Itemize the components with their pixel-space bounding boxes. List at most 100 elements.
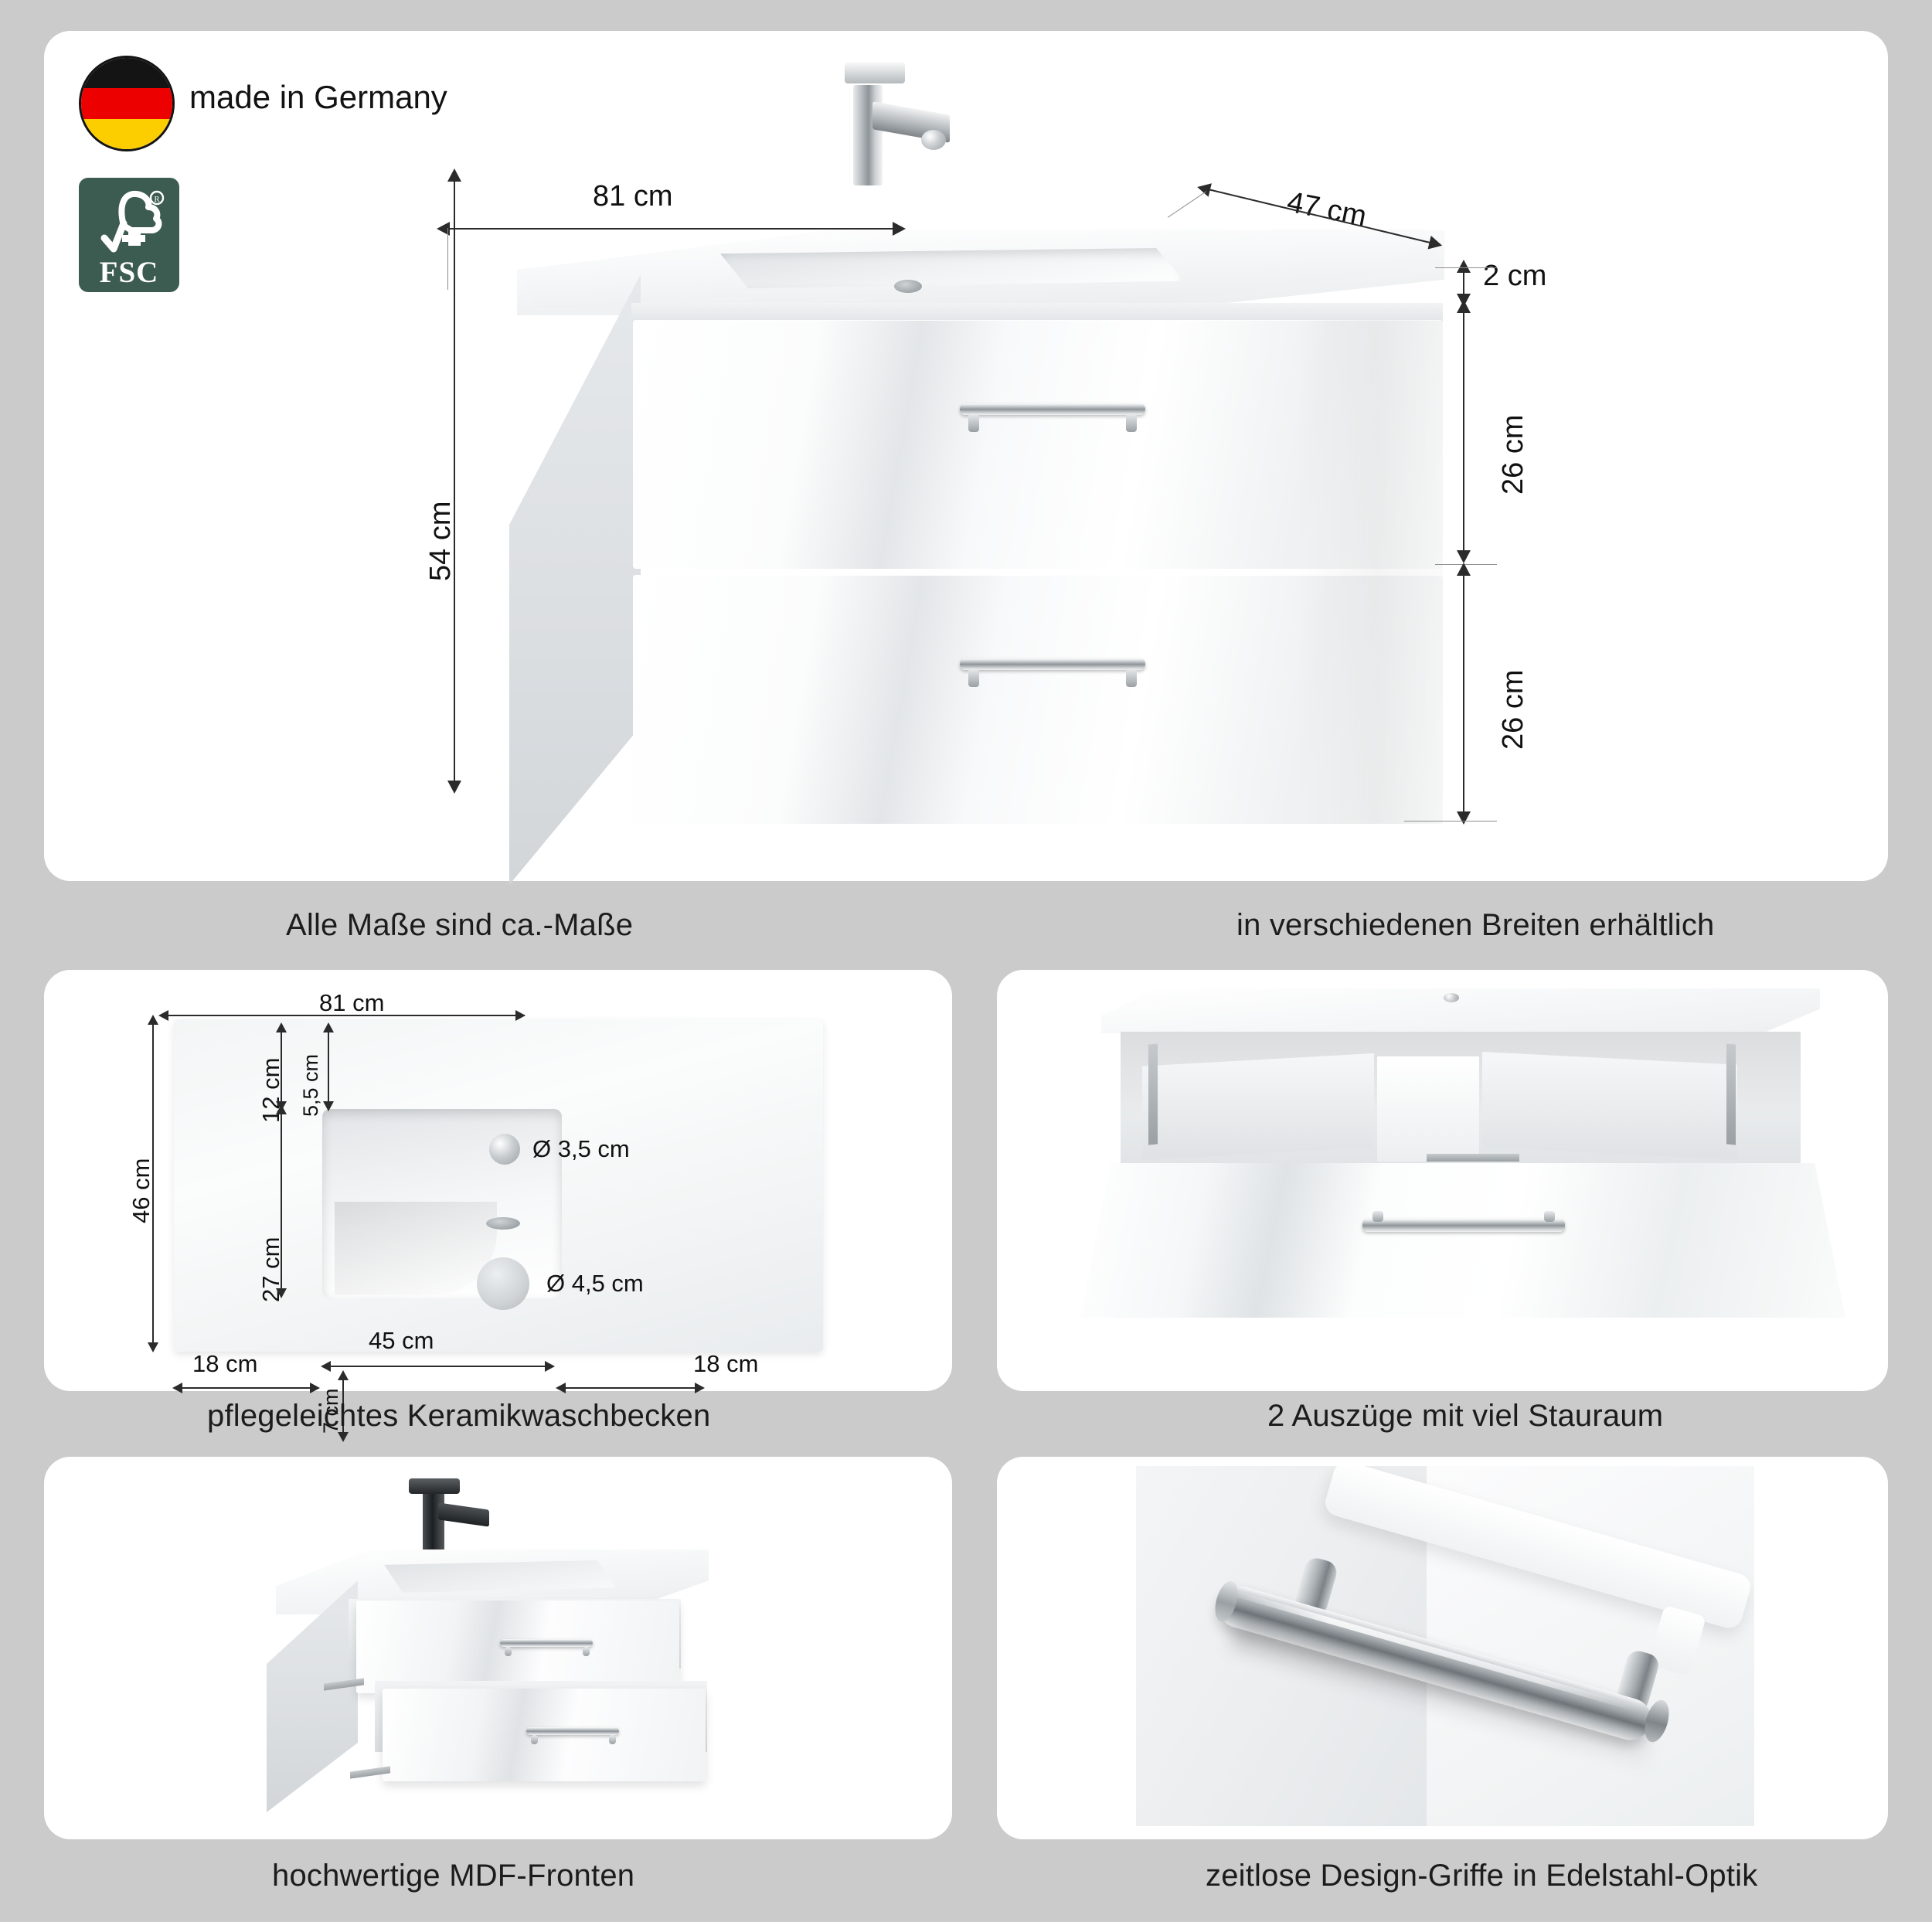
caption-mdf-fronts: hochwertige MDF-Fronten bbox=[272, 1859, 635, 1893]
drawer-handle-upper-post-right bbox=[1126, 413, 1137, 432]
dimension-arrow-drawer1-up bbox=[1457, 300, 1471, 313]
flag-stripe-red bbox=[81, 88, 172, 119]
fsc-tree-checkmark-icon: R bbox=[100, 190, 165, 253]
dimension-label-width: 81 cm bbox=[593, 180, 673, 213]
basin-taphole bbox=[489, 1134, 520, 1165]
drawer-front-upper bbox=[633, 320, 1443, 569]
mdf-handle-lower-post-left bbox=[531, 1735, 538, 1744]
dimension-label-basin-width: 81 cm bbox=[319, 989, 385, 1016]
cabinet-left-side bbox=[509, 274, 641, 885]
drawer-handle-lower bbox=[960, 658, 1145, 670]
made-in-germany-label: made in Germany bbox=[189, 79, 447, 115]
dimension-arrow-tapoffset-up bbox=[323, 1022, 334, 1032]
ext-line-drawer-2-bottom bbox=[1404, 821, 1497, 822]
dimension-arrow-basinwidth-left bbox=[158, 1010, 168, 1021]
dimension-arrow-width-right bbox=[893, 222, 906, 236]
caption-ceramic-basin: pflegeleichtes Keramikwaschbecken bbox=[207, 1399, 711, 1433]
drawer-rail-center bbox=[1427, 1154, 1519, 1162]
panel-ceramic-basin: 81 cm 46 cm 5,5 cm 12 cm Ø 3,5 cm 27 cm … bbox=[44, 970, 952, 1442]
dimension-line-bowl-width bbox=[328, 1366, 553, 1367]
drawer-handle-upper bbox=[960, 403, 1145, 415]
faucet-lever bbox=[845, 62, 905, 83]
dimension-arrow-basindepth-up bbox=[148, 1015, 158, 1025]
drawer-rail-right bbox=[1726, 1043, 1736, 1145]
dimension-label-bowl-width: 45 cm bbox=[369, 1327, 434, 1354]
dimension-arrow-rightrim-left bbox=[556, 1383, 566, 1393]
dimension-label-total-height: 54 cm bbox=[424, 501, 457, 581]
drawer-handle-lower-post-right bbox=[1126, 668, 1137, 687]
dimension-arrow-bowldepth-down bbox=[276, 1288, 287, 1298]
basin-overflow-hole bbox=[894, 280, 922, 293]
panel-open-drawers bbox=[997, 970, 1888, 1391]
dimension-label-taphole-offset: 5,5 cm bbox=[299, 1053, 322, 1117]
drawer-front-lower bbox=[633, 575, 1443, 824]
dimension-label-right-rim: 18 cm bbox=[693, 1350, 759, 1377]
dimension-arrow-width-left bbox=[437, 222, 450, 236]
ext-line-basin-top bbox=[1435, 267, 1497, 268]
svg-text:R: R bbox=[154, 195, 160, 204]
drawer-front-open bbox=[1080, 1163, 1845, 1318]
dimension-line-drawer-2 bbox=[1463, 572, 1464, 818]
mdf-faucet-lever bbox=[409, 1478, 460, 1494]
drawer-open-handle-post-left bbox=[1372, 1211, 1383, 1222]
fsc-certification-badge: R FSC bbox=[79, 178, 179, 292]
caption-available-widths: in verschiedenen Breiten erhältlich bbox=[1236, 908, 1715, 942]
dimension-line-taphole-offset bbox=[328, 1030, 329, 1106]
dimension-arrow-rearrim-up bbox=[276, 1022, 287, 1032]
mdf-drawer-front-lower bbox=[383, 1689, 706, 1781]
dimension-label-drawer-2: 26 cm bbox=[1497, 669, 1529, 750]
dimension-label-basin-height: 2 cm bbox=[1483, 260, 1547, 292]
dimension-line-right-rim bbox=[563, 1387, 702, 1389]
dimension-line-basin-width bbox=[168, 1015, 525, 1016]
dimension-arrow-frontrim-up bbox=[338, 1370, 349, 1380]
panel-main-vanity: made in Germany R FSC bbox=[44, 31, 1888, 885]
drawer-box-center-gap bbox=[1377, 1056, 1479, 1162]
dimension-label-taphole-diameter: Ø 3,5 cm bbox=[532, 1135, 630, 1162]
dimension-arrow-bowlwidth-right bbox=[545, 1361, 555, 1372]
dimension-arrow-total-down bbox=[447, 781, 461, 794]
dimension-line-basin-height bbox=[1463, 269, 1464, 300]
dimension-line-total-height bbox=[454, 178, 455, 787]
dimension-line-rear-rim bbox=[281, 1030, 282, 1106]
vanity-illustration bbox=[44, 31, 1888, 885]
dimension-arrow-frontrim-down bbox=[338, 1432, 349, 1442]
dimension-line-bowl-depth bbox=[281, 1111, 282, 1293]
dimension-arrow-drawer2-down bbox=[1457, 811, 1471, 825]
caption-drawers: 2 Auszüge mit viel Stauraum bbox=[1267, 1399, 1664, 1433]
mdf-handle-upper bbox=[500, 1639, 593, 1647]
dimension-label-basin-depth: 46 cm bbox=[128, 1158, 155, 1223]
drawer-box-left bbox=[1142, 1053, 1374, 1160]
dimension-arrow-basin-up bbox=[1457, 260, 1471, 273]
basin-overflow bbox=[486, 1217, 520, 1230]
mdf-drawer-front-upper bbox=[356, 1601, 679, 1693]
ext-line-width-left bbox=[447, 228, 448, 290]
fsc-label: FSC bbox=[99, 256, 159, 289]
dimension-arrow-basindepth-down bbox=[148, 1342, 158, 1352]
dimension-line-left-rim bbox=[180, 1387, 318, 1389]
dimension-arrow-leftrim-left bbox=[172, 1383, 182, 1393]
dimension-arrow-bowlwidth-left bbox=[321, 1361, 331, 1372]
dimension-line-width bbox=[447, 228, 903, 230]
mdf-faucet-spout bbox=[438, 1502, 489, 1527]
dimension-arrow-bowldepth-up bbox=[276, 1104, 287, 1114]
dimension-arrow-basinwidth-right bbox=[515, 1010, 526, 1021]
drawer-handle-lower-post-left bbox=[968, 668, 979, 687]
dimension-label-drawer-1: 26 cm bbox=[1497, 414, 1529, 495]
mdf-handle-lower bbox=[526, 1727, 619, 1735]
dimension-arrow-drawer2-up bbox=[1457, 563, 1471, 576]
drawer-open-handle bbox=[1362, 1219, 1565, 1232]
mdf-handle-upper-post-right bbox=[583, 1647, 590, 1656]
caption-measurements-approx: Alle Maße sind ca.-Maße bbox=[286, 908, 634, 942]
panel-handle-detail bbox=[997, 1457, 1888, 1839]
drawer-panel-countertop bbox=[1101, 988, 1820, 1033]
dimension-arrow-total-up bbox=[447, 168, 461, 182]
dimension-line-basin-depth bbox=[152, 1024, 154, 1349]
cabinet-right-shade bbox=[1296, 320, 1443, 824]
dimension-label-left-rim: 18 cm bbox=[192, 1350, 258, 1377]
drawer-handle-upper-post-left bbox=[968, 413, 979, 432]
cabinet-top-edge bbox=[631, 303, 1443, 323]
drawer-panel-taphole bbox=[1444, 993, 1459, 1002]
mdf-cabinet-side bbox=[267, 1580, 358, 1812]
mdf-handle-upper-post-left bbox=[505, 1647, 512, 1656]
